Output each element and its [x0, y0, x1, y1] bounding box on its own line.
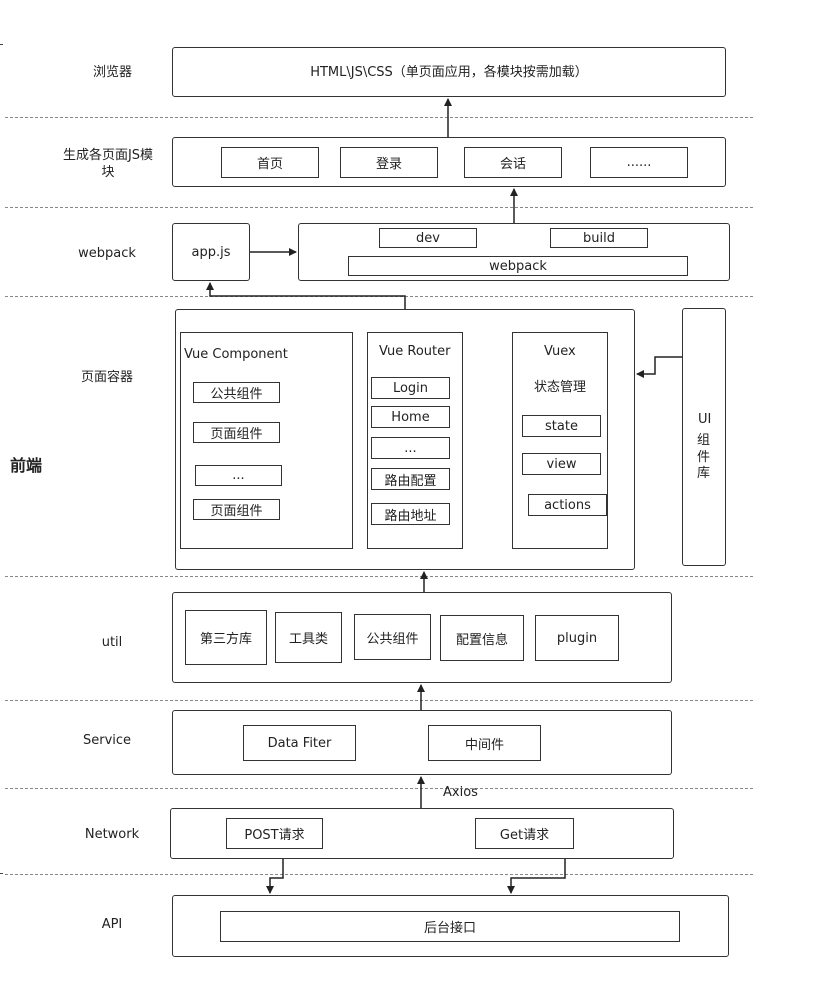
webpack-dev: dev	[379, 228, 477, 248]
appjs-box: app.js	[172, 223, 250, 281]
module-item-chat: 会话	[464, 147, 562, 178]
api-backend-interface: 后台接口	[220, 911, 680, 942]
row-divider	[5, 788, 753, 789]
router-item-config: 路由配置	[371, 468, 450, 490]
vue-component-item: ...	[195, 465, 282, 486]
edge-tick	[0, 873, 3, 874]
vuex-item-view: view	[522, 453, 601, 475]
row-label-api: API	[101, 916, 123, 932]
row-label-container: 页面容器	[80, 369, 133, 385]
arrow-ui-to-container	[636, 356, 682, 378]
util-item-tools: 工具类	[275, 612, 342, 663]
network-item-get: Get请求	[475, 818, 574, 849]
row-label-modules: 生成各页面JS模块	[62, 148, 154, 180]
row-divider	[5, 700, 753, 701]
router-item-more: ...	[371, 437, 450, 459]
util-item-config: 配置信息	[440, 615, 524, 661]
ui-library-box	[682, 308, 726, 566]
vue-router-title: Vue Router	[379, 344, 451, 359]
row-label-webpack: webpack	[78, 245, 136, 261]
module-item-home: 首页	[221, 147, 319, 178]
row-divider	[5, 207, 753, 208]
vuex-title: Vuex	[544, 344, 576, 359]
ui-library-char: 组	[697, 433, 711, 448]
row-label-network: Network	[84, 826, 140, 842]
ui-library-char: 件	[697, 450, 711, 465]
arrow-get-to-api	[507, 859, 566, 894]
util-item-common: 公共组件	[354, 614, 431, 660]
ui-library-char: UI	[698, 412, 712, 427]
module-item-login: 登录	[340, 147, 438, 178]
router-item-home: Home	[371, 406, 450, 428]
router-item-login: Login	[371, 377, 450, 399]
frontend-side-label: 前端	[10, 456, 43, 475]
router-item-address: 路由地址	[371, 503, 450, 525]
row-divider	[5, 576, 753, 577]
vuex-item-actions: actions	[528, 494, 607, 516]
vue-component-item: 公共组件	[193, 382, 280, 403]
arrow-post-to-api	[266, 859, 284, 894]
row-divider	[5, 874, 753, 875]
vue-component-item: 页面组件	[193, 499, 280, 520]
util-item-plugin: plugin	[535, 615, 619, 661]
vue-component-item: 页面组件	[193, 422, 280, 443]
row-label-util: util	[101, 634, 123, 650]
row-divider	[5, 117, 753, 118]
service-item-middleware: 中间件	[428, 725, 541, 761]
ui-library-char: 库	[697, 466, 711, 481]
webpack-bar: webpack	[348, 256, 688, 276]
arrow-container-to-appjs	[206, 282, 406, 309]
vue-component-title: Vue Component	[184, 347, 288, 362]
network-item-post: POST请求	[226, 818, 323, 849]
row-label-browser: 浏览器	[92, 64, 132, 80]
util-item-third-party: 第三方库	[185, 610, 267, 665]
webpack-build: build	[550, 228, 648, 248]
axios-label: Axios	[443, 785, 478, 800]
vuex-subtitle: 状态管理	[534, 380, 587, 395]
browser-box: HTML\JS\CSS（单页面应用，各模块按需加载）	[172, 47, 726, 97]
row-label-service: Service	[82, 732, 132, 748]
module-item-more: ......	[590, 147, 688, 178]
vuex-item-state: state	[522, 415, 601, 437]
service-item-data-filter: Data Fiter	[243, 725, 356, 761]
edge-tick	[0, 44, 3, 45]
